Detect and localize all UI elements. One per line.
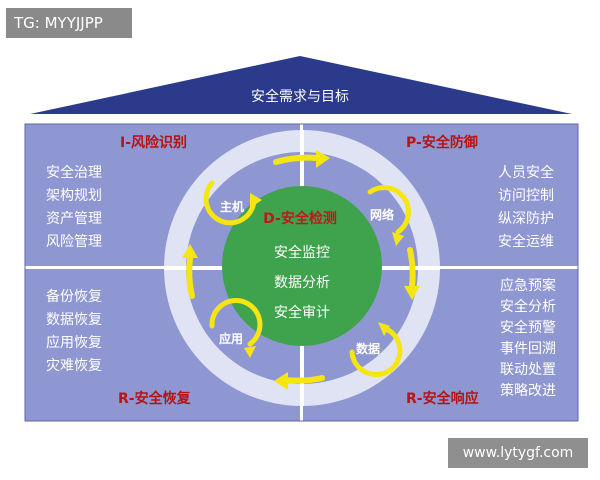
arrow-top-head: [316, 150, 330, 168]
arrow-left: [186, 255, 195, 299]
arrow-top: [273, 154, 319, 165]
roof: [30, 56, 572, 114]
list-item: 访问控制: [498, 188, 554, 204]
list-item: 人员安全: [498, 165, 554, 181]
protect-list: 人员安全 访问控制 纵深防护 安全运维: [498, 162, 554, 254]
arrow-bottom-head: [274, 372, 288, 390]
list-item: 资产管理: [46, 211, 102, 227]
recover-title: R-安全恢复: [118, 391, 191, 407]
arrow-right: [407, 247, 416, 289]
list-item: 应用恢复: [46, 335, 102, 351]
center-item: 安全审计: [274, 305, 330, 321]
list-item: 事件回溯: [500, 341, 556, 357]
node-host: 主机: [219, 200, 244, 214]
list-item: 纵深防护: [498, 211, 554, 227]
roof-title: 安全需求与目标: [251, 89, 349, 105]
list-item: 灾难恢复: [46, 358, 102, 374]
list-item: 应急预案: [500, 278, 556, 294]
respond-title: R-安全响应: [406, 391, 479, 407]
center-item: 安全监控: [274, 245, 330, 261]
core-circle: [222, 186, 382, 346]
data-cycle: [349, 325, 403, 378]
list-item: 风险管理: [46, 234, 102, 250]
list-item: 安全分析: [500, 299, 556, 315]
list-item: 联动处置: [500, 362, 556, 378]
network-cycle: [367, 185, 411, 235]
node-data: 数据: [355, 342, 380, 356]
list-item: 数据恢复: [46, 312, 102, 328]
tag-label: TG: MYYJJPP: [6, 8, 132, 38]
list-item: 安全预警: [500, 320, 556, 336]
respond-list: 应急预案 安全分析 安全预警 事件回溯 联动处置 策略改进: [500, 276, 556, 402]
identify-title: I-风险识别: [120, 135, 188, 151]
list-item: 备份恢复: [46, 289, 102, 305]
arrow-left-head: [182, 244, 198, 258]
host-cycle: [203, 180, 257, 226]
list-item: 安全运维: [498, 234, 554, 250]
arrow-bottom: [283, 375, 325, 384]
node-app: 应用: [218, 332, 243, 346]
list-item: 策略改进: [500, 383, 556, 399]
arrow-right-head: [404, 286, 420, 300]
app-cycle: [209, 298, 263, 347]
list-item: 安全治理: [46, 165, 102, 181]
node-network: 网络: [369, 208, 394, 222]
center-item: 数据分析: [274, 275, 330, 291]
list-item: 架构规划: [46, 188, 102, 204]
watermark-label: www.lytygf.com: [448, 438, 588, 468]
center-title: D-安全检测: [263, 211, 337, 227]
protect-title: P-安全防御: [406, 135, 478, 151]
identify-list: 安全治理 架构规划 资产管理 风险管理: [46, 162, 102, 254]
recover-list: 备份恢复 数据恢复 应用恢复 灾难恢复: [46, 286, 102, 378]
